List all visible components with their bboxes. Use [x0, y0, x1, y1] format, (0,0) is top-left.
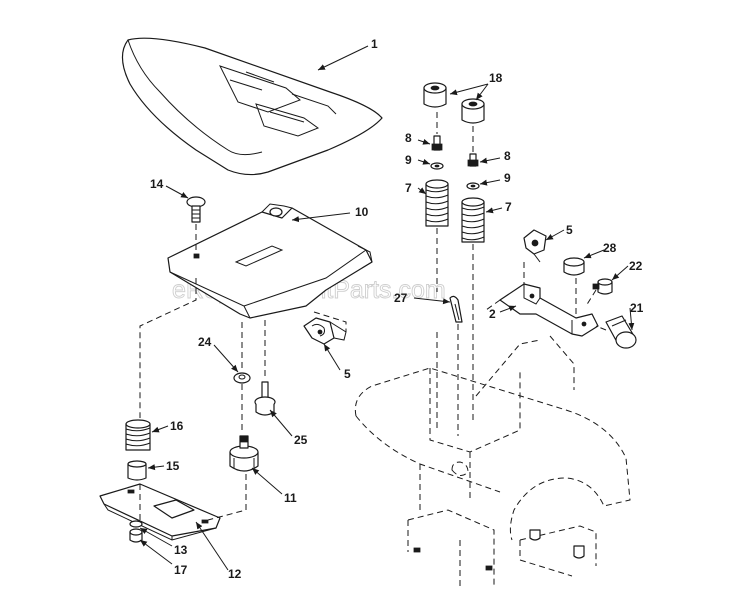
callout-15: 15 [166, 459, 180, 473]
callout-12: 12 [228, 567, 242, 581]
clip-5-left-part [303, 317, 347, 345]
seat-part [121, 37, 383, 176]
alignment-lines-left [139, 224, 347, 521]
fender-outline [354, 367, 631, 541]
callout-27: 27 [394, 291, 408, 305]
clip-5-right-part [523, 229, 547, 263]
bolt-8-right-part [467, 153, 479, 167]
callout-7-right: 7 [505, 200, 512, 214]
callout-14: 14 [150, 177, 164, 191]
spacer-18-left-part [423, 82, 447, 108]
callout-11: 11 [284, 491, 297, 505]
callout-25: 25 [294, 433, 308, 447]
washer-13-part [129, 520, 143, 528]
bumper-22-part [592, 278, 613, 295]
pin-27-part [449, 295, 463, 323]
callout-21: 21 [630, 301, 644, 315]
spacer-18-right-part [461, 98, 485, 124]
callout-10: 10 [355, 205, 369, 219]
callout-5-right: 5 [566, 223, 573, 237]
spring-7-right-part [461, 197, 485, 243]
callout-13: 13 [174, 543, 188, 557]
bracket-12-part [99, 483, 221, 541]
leader-lines [139, 45, 635, 571]
washer-9-left-part [430, 162, 444, 170]
spring-16-part [125, 419, 151, 451]
callout-8-left: 8 [405, 131, 412, 145]
callout-17: 17 [174, 563, 188, 577]
callout-22: 22 [629, 259, 643, 273]
bracket-2-part [499, 283, 599, 337]
callout-8-right: 8 [504, 149, 511, 163]
callout-7-left: 7 [405, 181, 412, 195]
spring-7-left-part [425, 179, 449, 227]
callout-16: 16 [170, 419, 184, 433]
seat-pan-part [167, 203, 373, 319]
knob-11-part [229, 435, 259, 472]
callout-labels: 1 10 14 5 24 25 11 16 15 12 13 17 18 8 9… [150, 37, 644, 581]
callout-18: 18 [489, 71, 503, 85]
washer-9-right-part [466, 182, 480, 190]
frame-bottom [407, 509, 597, 590]
callout-1: 1 [371, 37, 378, 51]
bolt-8-left-part [431, 135, 443, 151]
callout-24: 24 [198, 335, 212, 349]
callout-28: 28 [603, 241, 617, 255]
knob-21-part [605, 315, 637, 349]
bolt-25-part [254, 381, 276, 416]
bolt-14-part [186, 196, 206, 223]
callout-2: 2 [489, 307, 496, 321]
alignment-lines-right [436, 112, 607, 436]
washer-24-part [233, 372, 251, 384]
callout-5-left: 5 [344, 367, 351, 381]
bushing-15-part [127, 460, 147, 481]
callout-9-left: 9 [405, 153, 412, 167]
bumper-28-part [563, 257, 585, 276]
callout-9-right: 9 [504, 171, 511, 185]
